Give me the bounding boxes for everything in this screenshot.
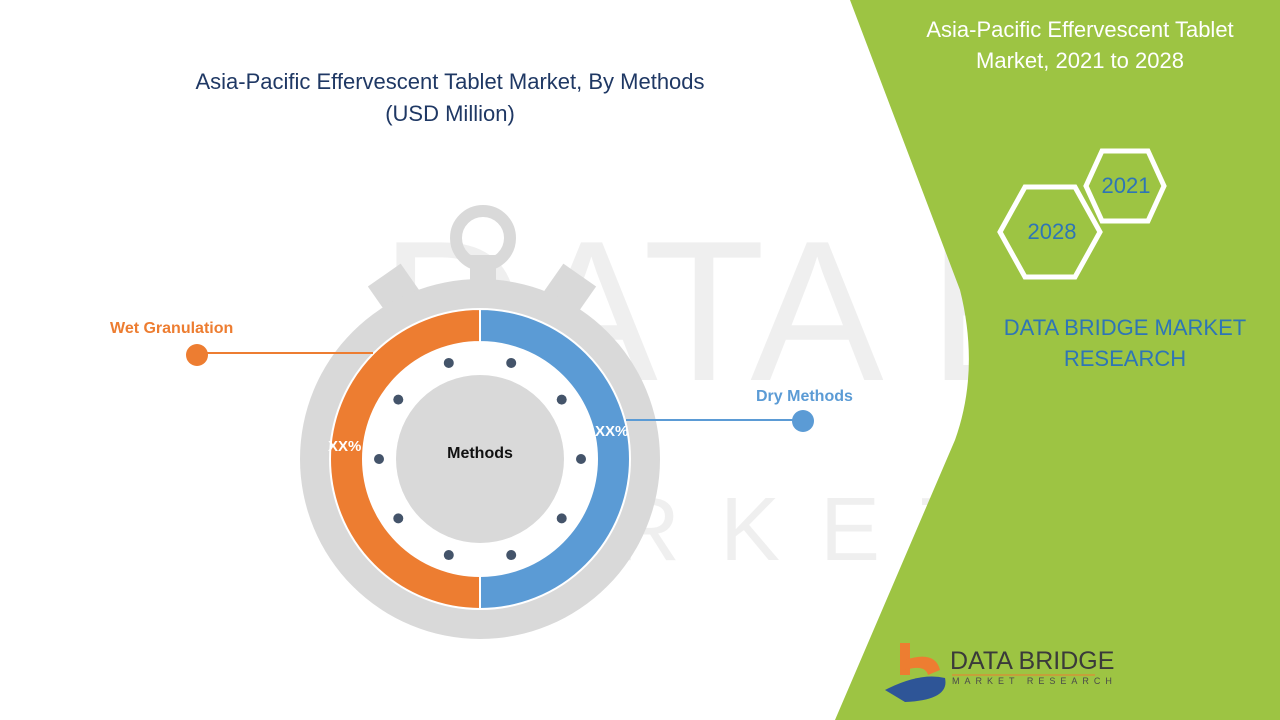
stopwatch-left-button bbox=[367, 263, 421, 315]
dial-tick-dot bbox=[374, 454, 384, 464]
logo-icon bbox=[885, 643, 946, 702]
dial-tick-dot bbox=[393, 513, 404, 524]
dial-tick-dot bbox=[443, 550, 454, 561]
center-hub bbox=[396, 375, 564, 543]
brand-line-2: RESEARCH bbox=[1063, 346, 1187, 371]
dial-tick-dot bbox=[576, 454, 586, 464]
panel-title-line-2: Market, 2021 to 2028 bbox=[976, 48, 1184, 73]
panel-title-line-1: Asia-Pacific Effervescent Tablet bbox=[926, 17, 1234, 42]
stopwatch-right-button bbox=[543, 263, 597, 315]
year-end: 2028 bbox=[1027, 219, 1077, 244]
logo-subtext: MARKET RESEARCH bbox=[952, 676, 1117, 686]
dry-marker bbox=[792, 410, 814, 432]
hexagon-2021 bbox=[1083, 148, 1167, 224]
dial-tick-dot bbox=[506, 550, 517, 561]
dial-tick-dot bbox=[556, 394, 567, 405]
hexagon-2028 bbox=[997, 184, 1103, 280]
dial-tick-dot bbox=[556, 513, 567, 524]
title-line-2: (USD Million) bbox=[385, 101, 515, 126]
data-label-wet-granulation: XX% bbox=[328, 438, 362, 455]
donut-chart bbox=[329, 307, 631, 611]
center-label: Methods bbox=[447, 445, 513, 462]
dial-tick-dot bbox=[506, 357, 517, 368]
year-start: 2021 bbox=[1101, 173, 1151, 198]
brand-line-1: DATA BRIDGE MARKET bbox=[1003, 315, 1247, 340]
chart-title: Asia-Pacific Effervescent Tablet Market,… bbox=[120, 66, 780, 130]
wet-marker bbox=[186, 344, 208, 366]
data-label-dry-methods: XX% bbox=[595, 423, 629, 440]
logo-text: DATA BRIDGE bbox=[950, 647, 1115, 675]
segment-label-dry-methods: Dry Methods bbox=[756, 388, 853, 405]
segment-label-wet-granulation: Wet Granulation bbox=[110, 320, 234, 337]
title-line-1: Asia-Pacific Effervescent Tablet Market,… bbox=[195, 69, 705, 94]
dial-tick-dot bbox=[443, 357, 454, 368]
dial-tick-dot bbox=[393, 394, 404, 405]
panel-title: Asia-Pacific Effervescent Tablet Market,… bbox=[880, 14, 1280, 76]
brand-name: DATA BRIDGE MARKET RESEARCH bbox=[985, 312, 1265, 374]
green-panel bbox=[835, 0, 1280, 720]
